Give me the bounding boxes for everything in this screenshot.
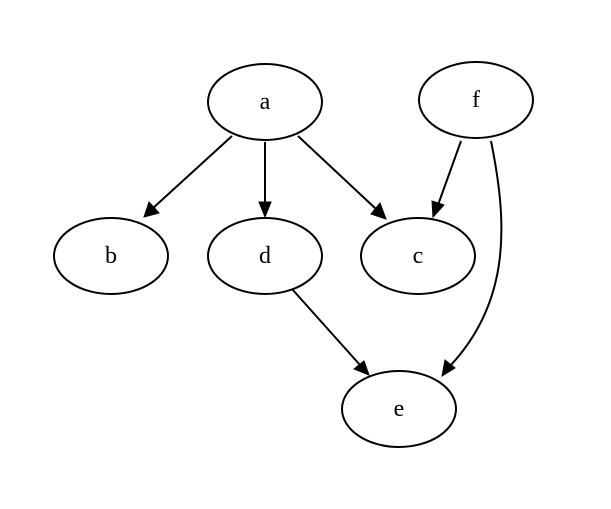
node-c-label: c [413, 243, 424, 269]
node-a[interactable]: a [207, 63, 323, 141]
node-d[interactable]: d [207, 217, 323, 295]
node-f[interactable]: f [418, 61, 534, 139]
node-d-label: d [259, 243, 271, 269]
node-e[interactable]: e [341, 370, 457, 448]
edge-a-d [258, 142, 272, 219]
edge-f-c [431, 140, 462, 219]
node-e-label: e [394, 396, 405, 422]
node-c[interactable]: c [360, 217, 476, 295]
node-f-label: f [472, 87, 480, 113]
edge-d-e [291, 288, 370, 376]
node-a-label: a [260, 89, 271, 115]
edge-f-e [441, 140, 503, 378]
node-b-label: b [105, 243, 117, 269]
node-b[interactable]: b [53, 217, 169, 295]
edges [143, 135, 503, 378]
edge-a-c [297, 135, 387, 220]
nodes: a f b d c e [53, 61, 534, 448]
edge-a-b [143, 135, 233, 218]
